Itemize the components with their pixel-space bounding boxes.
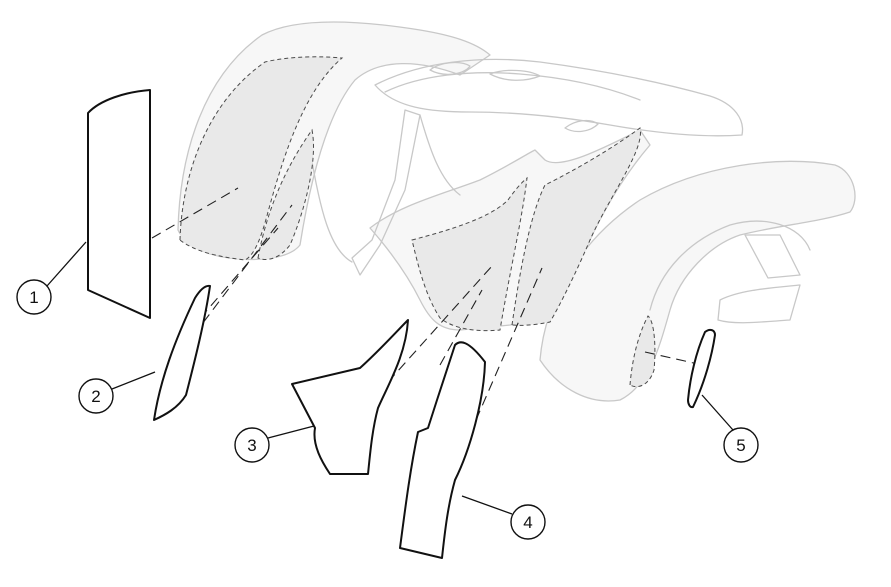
callout-4: 4 <box>510 504 546 540</box>
parts <box>87 89 716 559</box>
right-fender-lip <box>717 284 801 324</box>
support-column <box>351 109 421 276</box>
leader-1 <box>151 187 239 239</box>
callout-2: 2 <box>78 378 114 414</box>
callout-5: 5 <box>723 427 759 463</box>
callout-circle-3 <box>234 427 270 463</box>
zone-4 <box>511 127 641 326</box>
deck-rim <box>384 72 641 101</box>
right-side-panel <box>744 234 801 279</box>
callout-line-4 <box>461 495 513 515</box>
leader-4a <box>439 289 483 366</box>
callout-3: 3 <box>234 427 270 463</box>
callout-label-4: 4 <box>523 513 532 532</box>
callout-label-1: 1 <box>29 288 38 307</box>
callout-1: 1 <box>16 279 52 315</box>
callout-label-2: 2 <box>91 387 100 406</box>
callout-label-5: 5 <box>736 436 745 455</box>
part-1 <box>87 89 151 319</box>
part-3 <box>291 319 409 475</box>
callout-line-5 <box>701 394 734 431</box>
deck-hole <box>564 119 599 133</box>
top-deck <box>374 58 744 137</box>
callout-circle-2 <box>78 378 114 414</box>
leader-5 <box>644 351 699 365</box>
callout-circle-1 <box>16 279 52 315</box>
callout-circle-5 <box>723 427 759 463</box>
deck-handle <box>429 61 471 76</box>
right-fender-wheelwell <box>649 220 811 311</box>
zone-1 <box>179 56 344 261</box>
deck-hole-2 <box>489 69 541 81</box>
zone-2 <box>257 128 314 260</box>
leader-3 <box>387 265 493 383</box>
callout-line-3 <box>267 425 315 439</box>
callout-line-1 <box>46 241 87 287</box>
part-4 <box>399 341 486 559</box>
callout-label-3: 3 <box>247 436 256 455</box>
inner-wall-2 <box>419 114 461 196</box>
inner-wall <box>309 149 353 263</box>
callout-circle-4 <box>510 504 546 540</box>
part-2 <box>153 284 211 421</box>
zone-5 <box>629 315 656 388</box>
leader-2b <box>183 204 293 349</box>
callout-line-2 <box>111 371 156 390</box>
callout-lines <box>46 241 734 515</box>
part-5 <box>687 328 716 409</box>
zone-3 <box>411 176 528 332</box>
leader-4b <box>475 267 543 421</box>
application-zones <box>179 56 656 388</box>
right-fender <box>539 160 856 402</box>
